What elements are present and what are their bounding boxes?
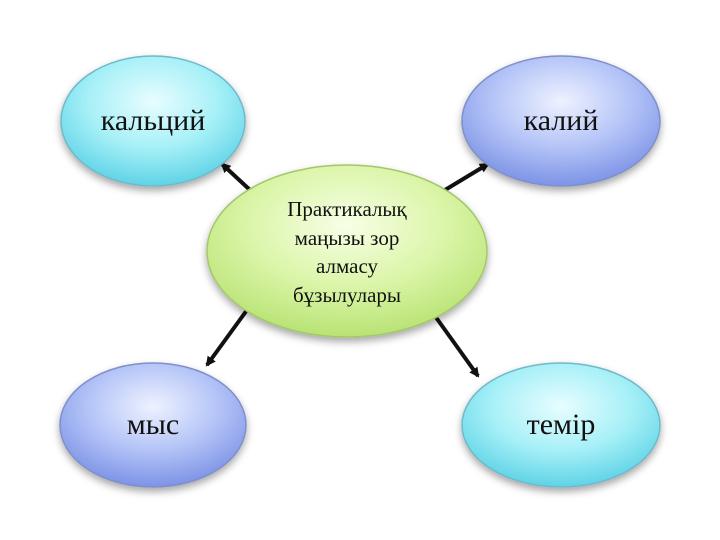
arrow-to-iron xyxy=(433,314,480,378)
node-iron: темір xyxy=(461,362,661,488)
node-copper-label: мыс xyxy=(127,408,179,441)
node-copper: мыс xyxy=(59,362,247,488)
center-line-3: алмасу xyxy=(316,254,378,278)
node-potassium-label: калий xyxy=(524,104,599,137)
arrow-to-calcium xyxy=(220,162,252,192)
node-potassium: калий xyxy=(461,55,661,187)
center-line-1: Практикалық xyxy=(287,197,407,221)
arrow-to-potassium xyxy=(443,162,490,192)
center-node: Практикалық маңызы зор алмасу бұзылулары xyxy=(206,164,488,338)
center-line-2: маңызы зор xyxy=(295,226,400,250)
node-calcium: кальций xyxy=(60,55,246,187)
center-line-4: бұзылулары xyxy=(293,283,401,307)
node-iron-label: темір xyxy=(527,408,596,441)
arrow-to-copper xyxy=(205,308,249,367)
node-calcium-label: кальций xyxy=(101,104,206,137)
